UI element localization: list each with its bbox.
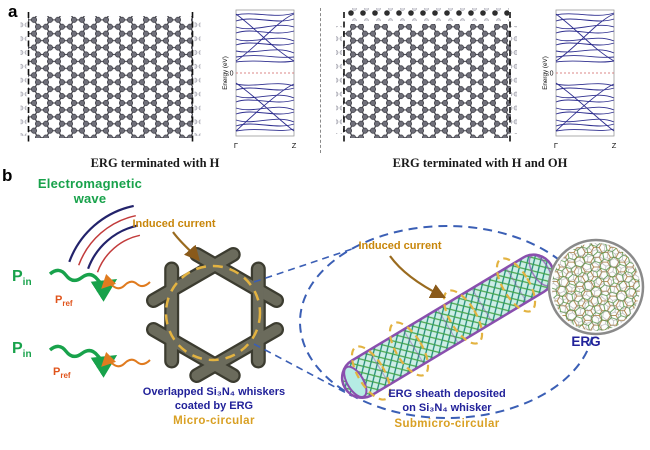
band-structure-h-oh: Energy (eV) 0 Γ Z [542, 9, 617, 150]
incident-wave-arrow-1 [48, 268, 118, 302]
micro-current-loop [164, 264, 262, 362]
band-xtick-gamma: Γ [234, 141, 238, 150]
band-xtick-gamma: Γ [554, 141, 558, 150]
micro-circular-label: Micro-circular [173, 415, 255, 427]
p-in-sub: in [22, 277, 32, 289]
submicro-current-loops [350, 257, 537, 401]
p-in-label-2: Pin [12, 340, 32, 360]
p-ref-base: P [55, 294, 63, 306]
magnifier-connectors [253, 248, 353, 397]
induced-current-label-2: Induced current [358, 240, 442, 252]
p-in-sub: in [22, 349, 32, 361]
p-in-label-1: Pin [12, 268, 32, 288]
erg-inset-circle [547, 238, 645, 336]
band-structure-h: Energy (eV) 0 Γ Z [222, 9, 297, 150]
p-ref-label-1: Pref [55, 294, 73, 308]
lattice-structure-h-oh [336, 8, 517, 145]
p-ref-sub: ref [60, 371, 71, 381]
submicro-circular-label: Submicro-circular [394, 418, 500, 430]
si3n4-whisker-rods [146, 247, 284, 383]
caption-erg-h: ERG terminated with H [90, 156, 220, 170]
band-ylabel: Energy (eV) [222, 56, 229, 90]
incident-wave-arrow-2 [48, 344, 118, 378]
p-in-base: P [12, 340, 23, 357]
induced-current-arrow-1 [172, 231, 200, 262]
panel-b-label: b [2, 166, 13, 185]
whisker-caption-line1: Overlapped Si₃N₄ whiskers [142, 386, 286, 398]
panel-a-divider [320, 8, 321, 153]
band-ylabel: Energy (eV) [542, 56, 549, 90]
erg-coated-whisker-tube [340, 253, 555, 399]
reflected-wave-arrow-1 [101, 273, 151, 290]
whisker-caption-line2: coated by ERG [174, 400, 254, 412]
induced-current-arrow-2 [389, 255, 446, 298]
em-wave-label-line2: wave [73, 191, 107, 206]
panel-a-label: a [8, 2, 18, 21]
p-ref-sub: ref [62, 299, 73, 309]
erg-label: ERG [571, 334, 601, 349]
lattice-structure-h [20, 12, 201, 145]
sheath-caption-line1: ERG sheath deposited [388, 388, 506, 400]
reflected-wave-arrow-2 [101, 351, 151, 368]
em-wave-label-line1: Electromagnetic [37, 176, 143, 191]
schematic-graphics [48, 204, 645, 419]
band-xtick-z: Z [292, 141, 297, 150]
sheath-caption-line2: on Si₃N₄ whisker [402, 402, 492, 414]
induced-current-label-1: Induced current [132, 218, 216, 230]
p-ref-label-2: Pref [53, 366, 71, 380]
p-ref-base: P [53, 366, 61, 378]
band-xtick-z: Z [612, 141, 617, 150]
em-wave-arcs [68, 204, 141, 273]
caption-erg-h-oh: ERG terminated with H and OH [392, 156, 568, 170]
band-zero: 0 [550, 71, 554, 78]
p-in-base: P [12, 268, 23, 285]
band-zero: 0 [230, 71, 234, 78]
